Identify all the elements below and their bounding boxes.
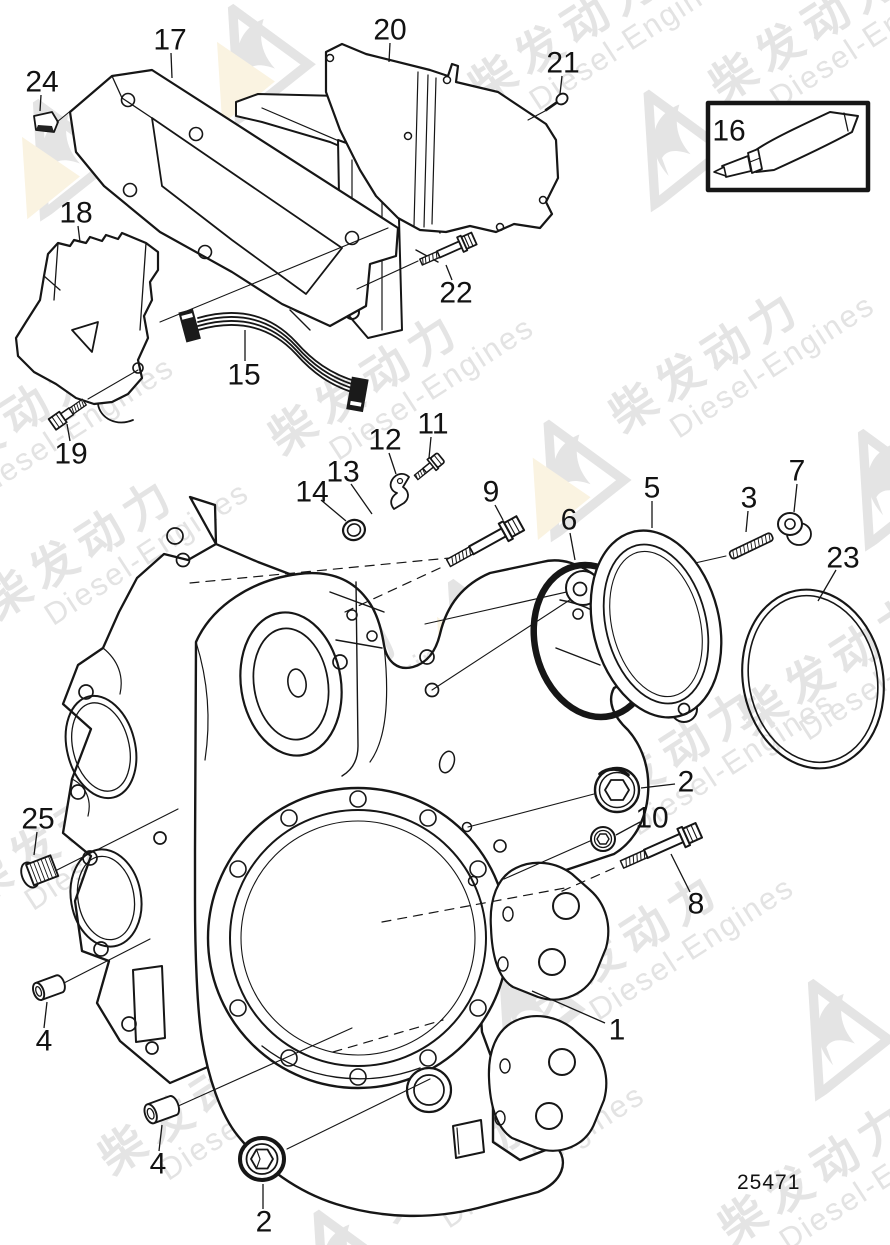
- callout-label-15: 15: [227, 359, 260, 392]
- leader-line-14: [320, 499, 347, 522]
- part-3-stud: [728, 532, 774, 560]
- callout-label-21: 21: [546, 47, 579, 80]
- leader-line-11: [428, 436, 432, 459]
- leader-line-3: [745, 510, 749, 533]
- part-10-plug: [590, 826, 616, 852]
- leader-line-20: [388, 42, 391, 63]
- callout-label-3: 3: [741, 482, 758, 515]
- part-11-screw: [413, 452, 445, 481]
- leader-line-12: [388, 452, 397, 475]
- leader-line-18: [77, 225, 81, 243]
- callout-label-7: 7: [789, 455, 806, 488]
- assembly-line-22: [356, 260, 419, 290]
- center-lines: [189, 555, 615, 1053]
- leader-line-6: [569, 532, 576, 561]
- callout-label-22: 22: [439, 277, 472, 310]
- leader-line-8: [670, 853, 691, 893]
- callout-label-23: 23: [826, 542, 859, 575]
- leader-line-7: [793, 483, 798, 513]
- part-17-bracket: [68, 68, 400, 328]
- callout-label-17: 17: [153, 24, 186, 57]
- leader-line-25: [33, 831, 38, 856]
- callout-label-11: 11: [417, 408, 448, 441]
- part-5-cover: [565, 529, 723, 723]
- leader-line-2: [640, 783, 676, 789]
- leader-line-21: [559, 75, 563, 95]
- leader-line-4: [158, 1124, 163, 1152]
- callout-label-8: 8: [688, 888, 705, 921]
- part-20-cover-plate: [324, 42, 560, 234]
- part-23-sealing-ring: [741, 588, 885, 770]
- callout-label-12: 12: [368, 424, 401, 457]
- callout-label-24: 24: [25, 66, 58, 99]
- callout-label-9: 9: [483, 476, 500, 509]
- callout-label-1: 1: [609, 1014, 626, 1047]
- part-14-seal-ring: [341, 518, 367, 542]
- callout-label-13: 13: [326, 456, 359, 489]
- callout-label-6: 6: [561, 504, 578, 537]
- leader-line-9: [494, 504, 504, 521]
- part-22-bolt: [419, 231, 478, 266]
- part-8-bolt: [619, 821, 704, 869]
- part-25-plug: [20, 854, 60, 889]
- leader-line-17: [170, 52, 173, 79]
- leader-line-19: [66, 423, 71, 442]
- callouts-layer: 1223445678910111213141516171819202122232…: [21, 14, 859, 1239]
- part-1-flywheel-housing: [193, 559, 654, 1218]
- callout-label-5: 5: [644, 472, 661, 505]
- leader-line-22: [445, 264, 453, 281]
- callout-label-18: 18: [59, 197, 92, 230]
- callout-label-2: 2: [678, 766, 695, 799]
- callout-label-4: 4: [150, 1148, 167, 1181]
- leader-line-10: [615, 821, 641, 836]
- part-15-cable-harness: [178, 308, 369, 413]
- leader-line-4: [43, 1001, 48, 1029]
- callout-label-19: 19: [54, 438, 87, 471]
- callout-label-10: 10: [635, 802, 668, 835]
- part-9-bolt: [445, 515, 526, 568]
- part-12-clamp: [389, 473, 410, 510]
- part-19-bolt: [47, 398, 87, 431]
- callout-label-4: 4: [36, 1025, 53, 1058]
- part-18-cover-bracket: [14, 231, 160, 424]
- callout-label-25: 25: [21, 803, 54, 836]
- leader-line-13: [350, 483, 373, 515]
- callout-label-16: 16: [712, 115, 745, 148]
- callout-label-14: 14: [295, 476, 328, 509]
- assembly-line-18: [159, 227, 389, 323]
- part-4-sleeve-upper: [32, 974, 66, 1001]
- drawing-number: 25471: [737, 1171, 801, 1194]
- callout-label-2: 2: [256, 1206, 273, 1239]
- part-21-screw: [527, 92, 569, 121]
- callout-label-20: 20: [373, 14, 406, 47]
- part-2-plug-lower: [238, 1136, 286, 1182]
- assembly-line-19: [87, 369, 139, 400]
- part-4-sleeve-lower: [143, 1095, 180, 1125]
- leader-line-23: [817, 569, 837, 602]
- part-7-nut: [777, 512, 812, 546]
- part-2-plug-upper: [593, 766, 641, 814]
